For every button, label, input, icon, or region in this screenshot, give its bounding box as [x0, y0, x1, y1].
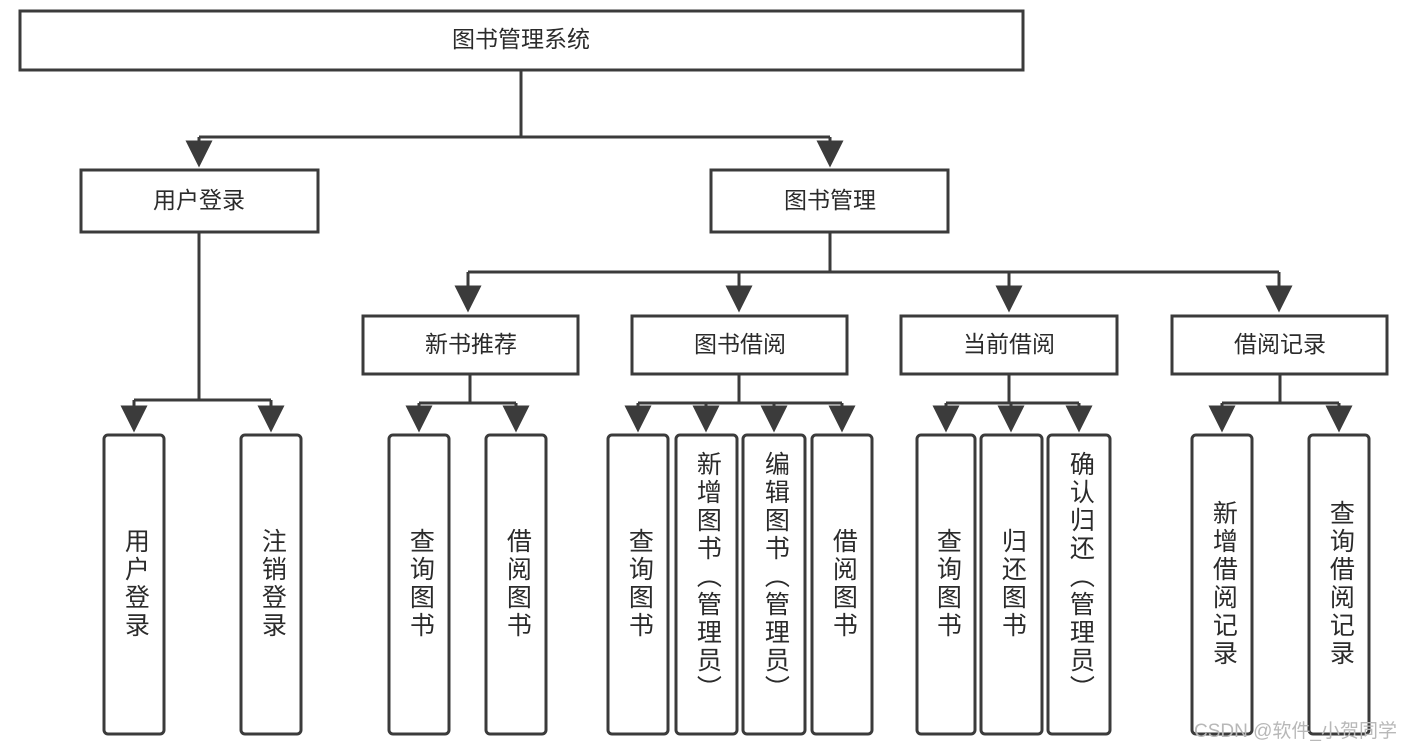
leaf-confirm-return-label: 确认归还（管理员） — [1066, 451, 1095, 703]
node-new-book-rec[interactable]: 新书推荐 — [361, 314, 580, 376]
edges-book-borrow-to-leaves — [624, 374, 856, 433]
node-borrow-record[interactable]: 借阅记录 — [1170, 314, 1389, 376]
leaf-query-book-3-label: 查询图书 — [933, 528, 962, 640]
leaf-user-login-label: 用户登录 — [121, 528, 150, 640]
edges-root-to-level2 — [185, 70, 844, 168]
node-current-borrow[interactable]: 当前借阅 — [899, 314, 1119, 376]
node-new-book-rec-box — [361, 314, 580, 376]
leaf-borrow-book-2-label: 借阅图书 — [829, 528, 858, 640]
leaf-user-login[interactable]: 用户登录 — [102, 433, 166, 736]
node-root-box — [18, 9, 1025, 72]
node-book-borrow-label: 图书借阅 — [694, 331, 786, 357]
leaf-query-book-1-box — [387, 433, 451, 736]
leaf-logout-box — [239, 433, 303, 736]
leaf-edit-book-box — [741, 433, 807, 736]
leaf-edit-book-label: 编辑图书（管理员） — [761, 451, 790, 703]
leaf-return-book-label: 归还图书 — [998, 528, 1027, 640]
leaf-add-record[interactable]: 新增借阅记录 — [1190, 433, 1254, 736]
node-user-login[interactable]: 用户登录 — [79, 168, 320, 234]
leaf-add-record-box — [1190, 433, 1254, 736]
leaf-add-record-label: 新增借阅记录 — [1209, 500, 1238, 668]
edges-book-manage-to-level3 — [454, 232, 1293, 313]
node-book-borrow-box — [630, 314, 849, 376]
leaf-confirm-return-box — [1046, 433, 1112, 736]
node-book-borrow[interactable]: 图书借阅 — [630, 314, 849, 376]
leaf-query-book-3-box — [915, 433, 977, 736]
leaf-return-book-box — [979, 433, 1044, 736]
leaf-query-book-2-label: 查询图书 — [625, 528, 654, 640]
node-book-manage-label: 图书管理 — [784, 187, 876, 213]
leaf-borrow-book-1-box — [484, 433, 548, 736]
edges-new-book-rec-to-leaves — [405, 374, 530, 433]
leaf-query-book-2-box — [606, 433, 670, 736]
leaf-query-book-1[interactable]: 查询图书 — [387, 433, 451, 736]
node-current-borrow-box — [899, 314, 1119, 376]
leaf-add-book-box — [674, 433, 739, 736]
leaf-query-book-1-label: 查询图书 — [406, 528, 435, 640]
leaf-borrow-book-2[interactable]: 借阅图书 — [810, 433, 874, 736]
node-borrow-record-label: 借阅记录 — [1234, 331, 1326, 357]
leaf-user-login-box — [102, 433, 166, 736]
leaf-borrow-book-2-box — [810, 433, 874, 736]
node-new-book-rec-label: 新书推荐 — [425, 331, 517, 357]
node-book-manage[interactable]: 图书管理 — [709, 168, 950, 234]
leaf-return-book[interactable]: 归还图书 — [979, 433, 1044, 736]
node-borrow-record-box — [1170, 314, 1389, 376]
leaf-borrow-book-1[interactable]: 借阅图书 — [484, 433, 548, 736]
leaf-borrow-book-1-label: 借阅图书 — [503, 528, 532, 640]
node-user-login-label: 用户登录 — [153, 187, 245, 213]
leaf-add-book[interactable]: 新增图书（管理员） — [674, 433, 739, 736]
leaf-query-record-box — [1307, 433, 1371, 736]
leaf-confirm-return[interactable]: 确认归还（管理员） — [1046, 433, 1112, 736]
leaf-query-record[interactable]: 查询借阅记录 — [1307, 433, 1371, 736]
leaf-query-book-2[interactable]: 查询图书 — [606, 433, 670, 736]
node-current-borrow-label: 当前借阅 — [963, 331, 1055, 357]
leaf-query-book-3[interactable]: 查询图书 — [915, 433, 977, 736]
edges-borrow-record-to-leaves — [1208, 374, 1353, 433]
leaf-add-book-label: 新增图书（管理员） — [693, 451, 722, 703]
edges-current-borrow-to-leaves — [932, 374, 1093, 433]
leaf-logout[interactable]: 注销登录 — [239, 433, 303, 736]
leaf-logout-label: 注销登录 — [258, 528, 287, 640]
edges-user-login-to-leaves — [120, 232, 285, 433]
node-book-manage-box — [709, 168, 950, 234]
node-root-label: 图书管理系统 — [452, 26, 590, 52]
leaf-query-record-label: 查询借阅记录 — [1326, 500, 1355, 668]
node-root[interactable]: 图书管理系统 — [18, 9, 1025, 72]
node-user-login-box — [79, 168, 320, 234]
leaf-edit-book[interactable]: 编辑图书（管理员） — [741, 433, 807, 736]
